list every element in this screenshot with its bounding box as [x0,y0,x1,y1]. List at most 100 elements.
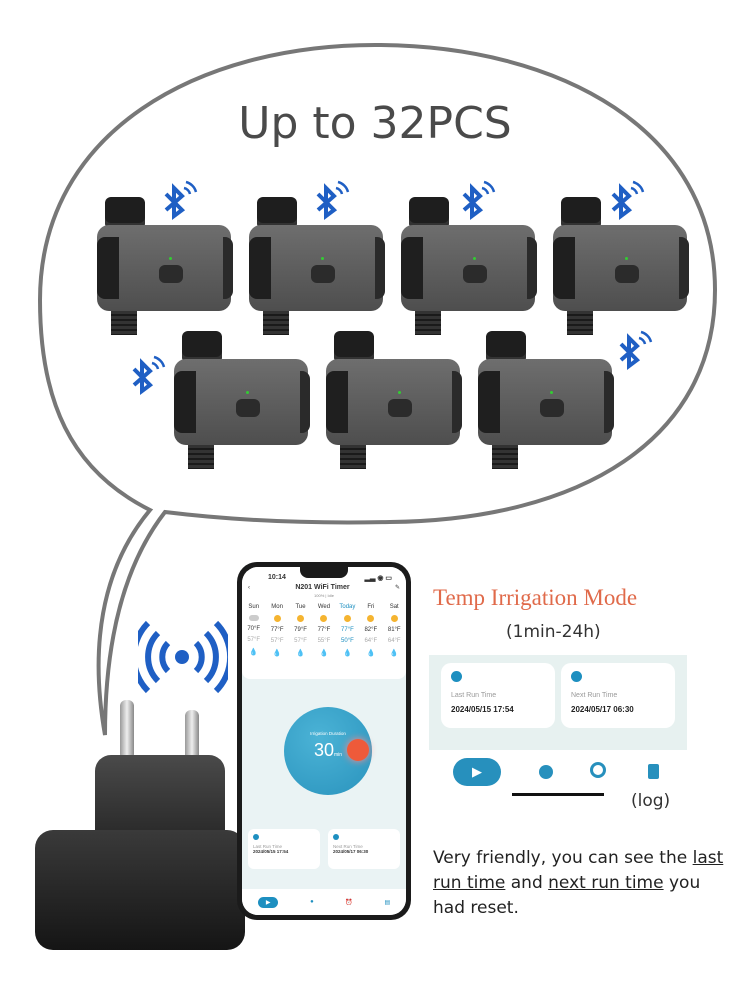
log-label: (log) [631,791,671,811]
phone-last-run-value: 2024/05/15 17:54 [253,849,289,854]
next-run-card: Next Run Time 2024/05/17 06:30 [561,663,675,728]
sun-icon [390,615,398,622]
app-screen: 10:14▂▃ ◉ ▭ ‹N201 WiFi Timer✎ 100% | Idl… [242,567,406,915]
duration-label: Irrigation Duration [310,731,346,736]
water-drop-icon: 💧 [319,650,329,657]
play-button[interactable]: ▶ [257,896,279,908]
weather-day: Sat 81°F 64°F 💧 [383,604,405,657]
last-run-card: Last Run Time 2024/05/15 17:54 [441,663,555,728]
wireless-signal-icon [138,620,228,694]
day-name: Mon [271,604,283,610]
caption-last-run: last run time [433,848,724,893]
water-drop-icon: 💧 [389,650,399,657]
phone: 10:14▂▃ ◉ ▭ ‹N201 WiFi Timer✎ 100% | Idl… [237,562,411,920]
mode-range: (1min-24h) [506,622,601,642]
day-name: Today [339,604,356,610]
day-name: Fri [367,604,375,610]
sun-icon [343,615,351,622]
status-icons: ▂▃ ◉ ▭ [364,575,392,582]
device-status: Idle [327,593,334,598]
high-temp: 70°F [247,626,261,632]
nav-indicator [512,793,604,796]
sun-icon [273,615,281,622]
back-icon[interactable]: ‹ [248,584,250,591]
weather-day: Today 77°F 50°F 💧 [336,604,358,657]
alarm-icon[interactable]: ⏰ [345,899,353,906]
low-temp: 64°F [387,638,401,644]
water-drop-icon: 💧 [249,649,259,656]
clock-icon [571,671,582,682]
water-drop-icon: 💧 [272,650,282,657]
caption: Very friendly, you can see the last run … [433,846,733,921]
sun-icon [297,615,305,622]
tap-indicator [347,739,369,761]
phone-last-run-label: Last Run Time [253,844,283,849]
low-temp: 57°F [247,637,261,643]
bluetooth-icon [316,180,350,220]
water-timer-device [249,197,385,337]
bluetooth-icon [619,330,653,370]
high-temp: 77°F [270,627,284,633]
caption-text: Very friendly, you can see the [433,848,688,868]
high-temp: 81°F [387,627,401,633]
water-timer-device [401,197,537,337]
bluetooth-icon [132,355,166,395]
water-timer-device [553,197,689,337]
weather-day: Sun 70°F 57°F 💧 [243,604,265,657]
day-name: Sat [389,604,399,610]
weather-day: Fri 82°F 64°F 💧 [360,604,382,657]
low-temp: 64°F [364,638,378,644]
duration-unit: min [333,752,343,758]
weather-day: Mon 77°F 57°F 💧 [266,604,288,657]
day-name: Wed [317,604,331,610]
battery-level: 100% [314,593,325,598]
status-time: 10:14 [268,574,286,581]
next-run-label: Next Run Time [571,692,618,699]
last-run-value: 2024/05/15 17:54 [451,705,514,714]
phone-next-run-label: Next Run Time [333,844,363,849]
water-timer-device [478,331,614,471]
timer-icon[interactable] [539,765,553,779]
water-timer-device [174,331,310,471]
alarm-icon[interactable] [590,762,606,778]
timer-icon[interactable]: ● [310,899,314,905]
sun-icon [367,615,375,622]
water-drop-icon: 💧 [296,650,305,657]
bluetooth-icon [462,180,496,220]
run-time-panel: Last Run Time 2024/05/15 17:54 Next Run T… [429,655,687,750]
sun-icon [320,615,328,622]
water-drop-icon: 💧 [343,650,352,657]
log-icon[interactable] [648,764,659,779]
duration-value: 30 [313,740,334,760]
low-temp: 57°F [270,638,284,644]
water-timer-device [97,197,233,337]
app-title: N201 WiFi Timer [295,584,350,591]
headline: Up to 32PCS [238,98,512,149]
low-temp: 50°F [341,638,354,644]
water-drop-icon: 💧 [366,650,376,657]
mode-title: Temp Irrigation Mode [433,585,638,610]
power-adapter [0,700,245,1000]
high-temp: 77°F [317,627,331,633]
low-temp: 55°F [317,638,331,644]
bluetooth-icon [611,180,645,220]
caption-next-run: next run time [548,873,664,893]
day-name: Sun [248,604,260,610]
bluetooth-icon [164,180,198,220]
weather-day: Wed 77°F 55°F 💧 [313,604,335,657]
next-run-value: 2024/05/17 06:30 [571,705,634,714]
play-button[interactable]: ▶ [453,758,501,786]
phone-next-run-value: 2024/05/17 06:30 [333,849,369,854]
last-run-label: Last Run Time [451,692,497,699]
high-temp: 79°F [294,627,307,633]
edit-icon[interactable]: ✎ [394,585,400,591]
high-temp: 77°F [341,627,354,633]
high-temp: 82°F [364,627,378,633]
water-timer-device [326,331,462,471]
day-name: Tue [295,604,306,610]
caption-text: you had reset. [433,873,701,918]
log-icon[interactable]: ▤ [384,899,391,906]
clock-icon [451,671,462,682]
